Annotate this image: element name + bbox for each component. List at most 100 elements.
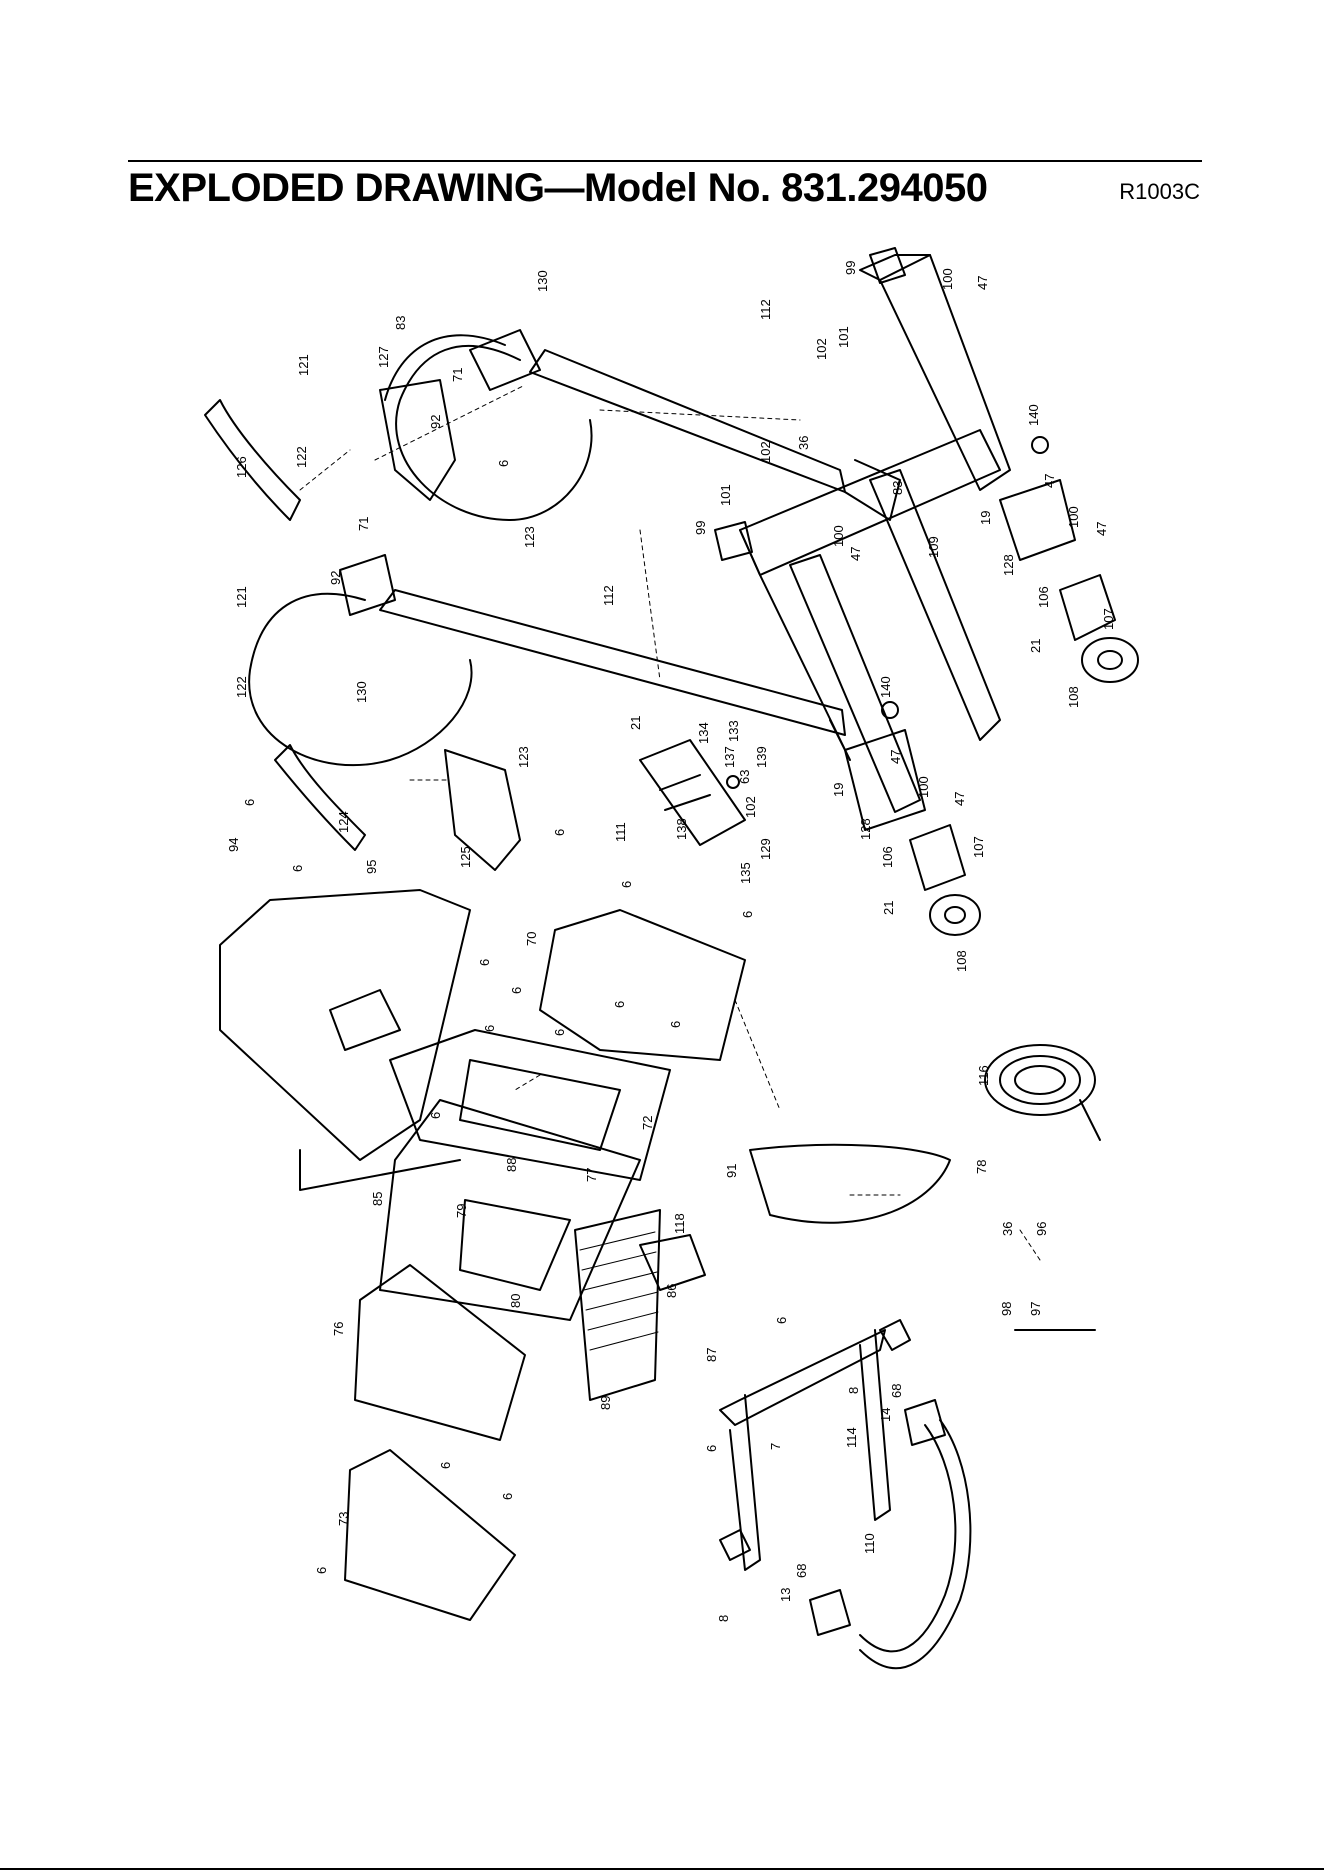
callout-97: 97 [1028,1302,1043,1316]
side-shroud [389,1029,671,1181]
callout-95: 95 [364,860,379,874]
callout-6f: 6 [740,911,755,918]
callout-108a: 108 [1066,686,1081,708]
callout-68b: 68 [794,1564,809,1578]
callout-130b: 130 [354,681,369,703]
callout-107b: 107 [971,836,986,858]
callout-100c: 100 [1066,506,1081,528]
callout-110: 110 [862,1533,877,1554]
callout-68a: 68 [889,1384,904,1398]
callout-6p: 6 [438,1462,453,1469]
callout-121a: 121 [296,354,311,376]
grip-cover [274,744,366,851]
front-shroud [219,889,471,1161]
callout-133: 133 [726,720,741,742]
callout-21c: 21 [881,901,896,915]
callout-6q: 6 [500,1493,515,1500]
callout-101a: 101 [836,326,851,348]
callout-47e: 47 [888,750,903,764]
callout-118: 118 [672,1213,687,1234]
front-stabilizer [719,1319,972,1670]
callout-6a: 6 [496,460,511,467]
callout-122b: 122 [234,676,249,698]
callout-76: 76 [331,1322,346,1336]
callout-140b: 140 [878,676,893,698]
callout-98: 98 [999,1302,1014,1316]
callout-108b: 108 [954,950,969,972]
callout-6j: 6 [668,1021,683,1028]
callout-7: 7 [768,1443,783,1450]
callout-128b: 128 [858,818,873,840]
callout-85: 85 [370,1192,385,1206]
callout-47f: 47 [952,792,967,806]
callout-126: 126 [234,456,249,478]
handle-bracket [339,554,396,616]
wheel [929,894,981,936]
crossbar [789,554,921,813]
callout-123a: 123 [522,526,537,548]
callout-36b: 36 [1000,1222,1015,1236]
foot-rail [859,1419,972,1670]
callout-6n: 6 [774,1317,789,1324]
callout-86: 86 [664,1284,679,1298]
callout-140a: 140 [1026,404,1041,426]
callout-6h: 6 [552,1029,567,1036]
callout-6r: 6 [314,1567,329,1574]
callout-6d: 6 [290,865,305,872]
callout-47a: 47 [975,276,990,290]
callout-102a: 102 [814,338,829,360]
callout-47c: 47 [848,547,863,561]
page-title: EXPLODED DRAWING—Model No. 831.294050 [128,166,988,210]
rear-leg [844,729,926,831]
callout-100a: 100 [940,268,955,290]
callout-21b: 21 [628,716,643,730]
callout-72: 72 [640,1116,655,1130]
crossbar [869,469,1001,741]
callout-100b: 100 [831,525,846,547]
callout-99b: 99 [693,521,708,535]
end-cap [869,247,906,284]
callout-87: 87 [704,1348,719,1362]
callout-116: 116 [976,1065,991,1086]
wheel [1081,637,1139,683]
callout-107a: 107 [1101,608,1116,630]
callout-112b: 112 [601,585,616,606]
cap [881,701,899,719]
arm-cover [444,749,521,871]
callout-6g: 6 [509,987,524,994]
header-rule [128,160,1202,162]
callout-134: 134 [696,722,711,744]
brake-assembly [639,739,746,846]
callout-14: 14 [878,1408,893,1422]
callout-99a: 99 [843,261,858,275]
callout-92b: 92 [328,571,343,585]
callout-79: 79 [454,1204,469,1218]
callout-88: 88 [504,1158,519,1172]
callout-77: 77 [584,1168,599,1182]
callout-101b: 101 [718,484,733,506]
upper-shroud [539,909,746,1061]
callout-6m: 6 [428,1112,443,1119]
callout-6e: 6 [619,881,634,888]
foot-cap [719,1529,751,1561]
callout-73: 73 [336,1512,351,1526]
callout-80: 80 [508,1294,523,1308]
callout-139: 139 [754,746,769,768]
callout-78: 78 [974,1160,989,1174]
callout-21a: 21 [1028,639,1043,653]
arm-cover [379,379,456,501]
callout-6k: 6 [482,1025,497,1032]
callout-47b: 47 [1042,474,1057,488]
callout-129: 129 [758,838,773,860]
callout-106a: 106 [1036,586,1051,608]
callouts: 99 100 47 112 101 102 140 47 36 83 102 1… [226,261,1116,1622]
foot-cap [879,1319,911,1351]
drive-parts [749,1044,1101,1331]
callout-96: 96 [1034,1222,1049,1236]
upright-frame [204,329,901,871]
callout-70: 70 [524,932,539,946]
fan [639,1234,706,1291]
callout-100d: 100 [916,776,931,798]
